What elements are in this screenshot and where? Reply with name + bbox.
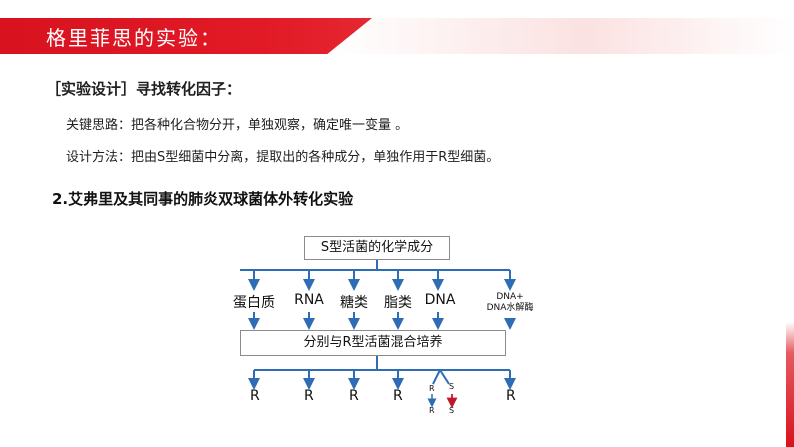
experiment-design-heading: ［实验设计］寻找转化因子：	[46, 80, 242, 98]
dna-result-s-top: S	[449, 382, 455, 391]
component-dna-enzyme-line1: DNA+	[496, 292, 524, 302]
dna-result-r-top: R	[429, 384, 435, 393]
mix-culture-box: 分别与R型活菌混合培养	[240, 330, 506, 356]
title-banner-fade	[330, 18, 794, 54]
dna-branch-left	[432, 369, 441, 385]
component-lipid: 脂类	[384, 295, 412, 311]
dna-branch-right	[439, 369, 450, 385]
dna-result-s-bottom: S	[449, 406, 455, 415]
result-r-6: R	[506, 388, 516, 404]
component-sugar: 糖类	[340, 295, 368, 311]
right-accent-bar	[786, 322, 794, 447]
result-r-3: R	[349, 388, 359, 404]
avery-experiment-heading: 2.艾弗里及其同事的肺炎双球菌体外转化实验	[52, 190, 354, 208]
result-r-2: R	[304, 388, 314, 404]
result-r-4: R	[393, 388, 403, 404]
dna-result-r-bottom: R	[429, 406, 435, 415]
component-dna-enzyme-line2: DNA水解酶	[486, 303, 534, 313]
result-r-1: R	[250, 388, 260, 404]
title-banner	[0, 18, 372, 54]
key-idea-text: 关键思路：把各种化合物分开，单独观察，确定唯一变量 。	[66, 118, 409, 133]
component-rna: RNA	[294, 292, 324, 308]
component-dna: DNA	[424, 292, 456, 308]
component-dna-enzyme: DNA+ DNA水解酶	[480, 292, 540, 314]
slide-title: 格里菲思的实验：	[46, 26, 222, 50]
s-bacteria-components-box: S型活菌的化学成分	[304, 236, 450, 260]
component-protein: 蛋白质	[233, 295, 275, 311]
method-text: 设计方法：把由S型细菌中分离，提取出的各种成分，单独作用于R型细菌。	[66, 150, 500, 165]
